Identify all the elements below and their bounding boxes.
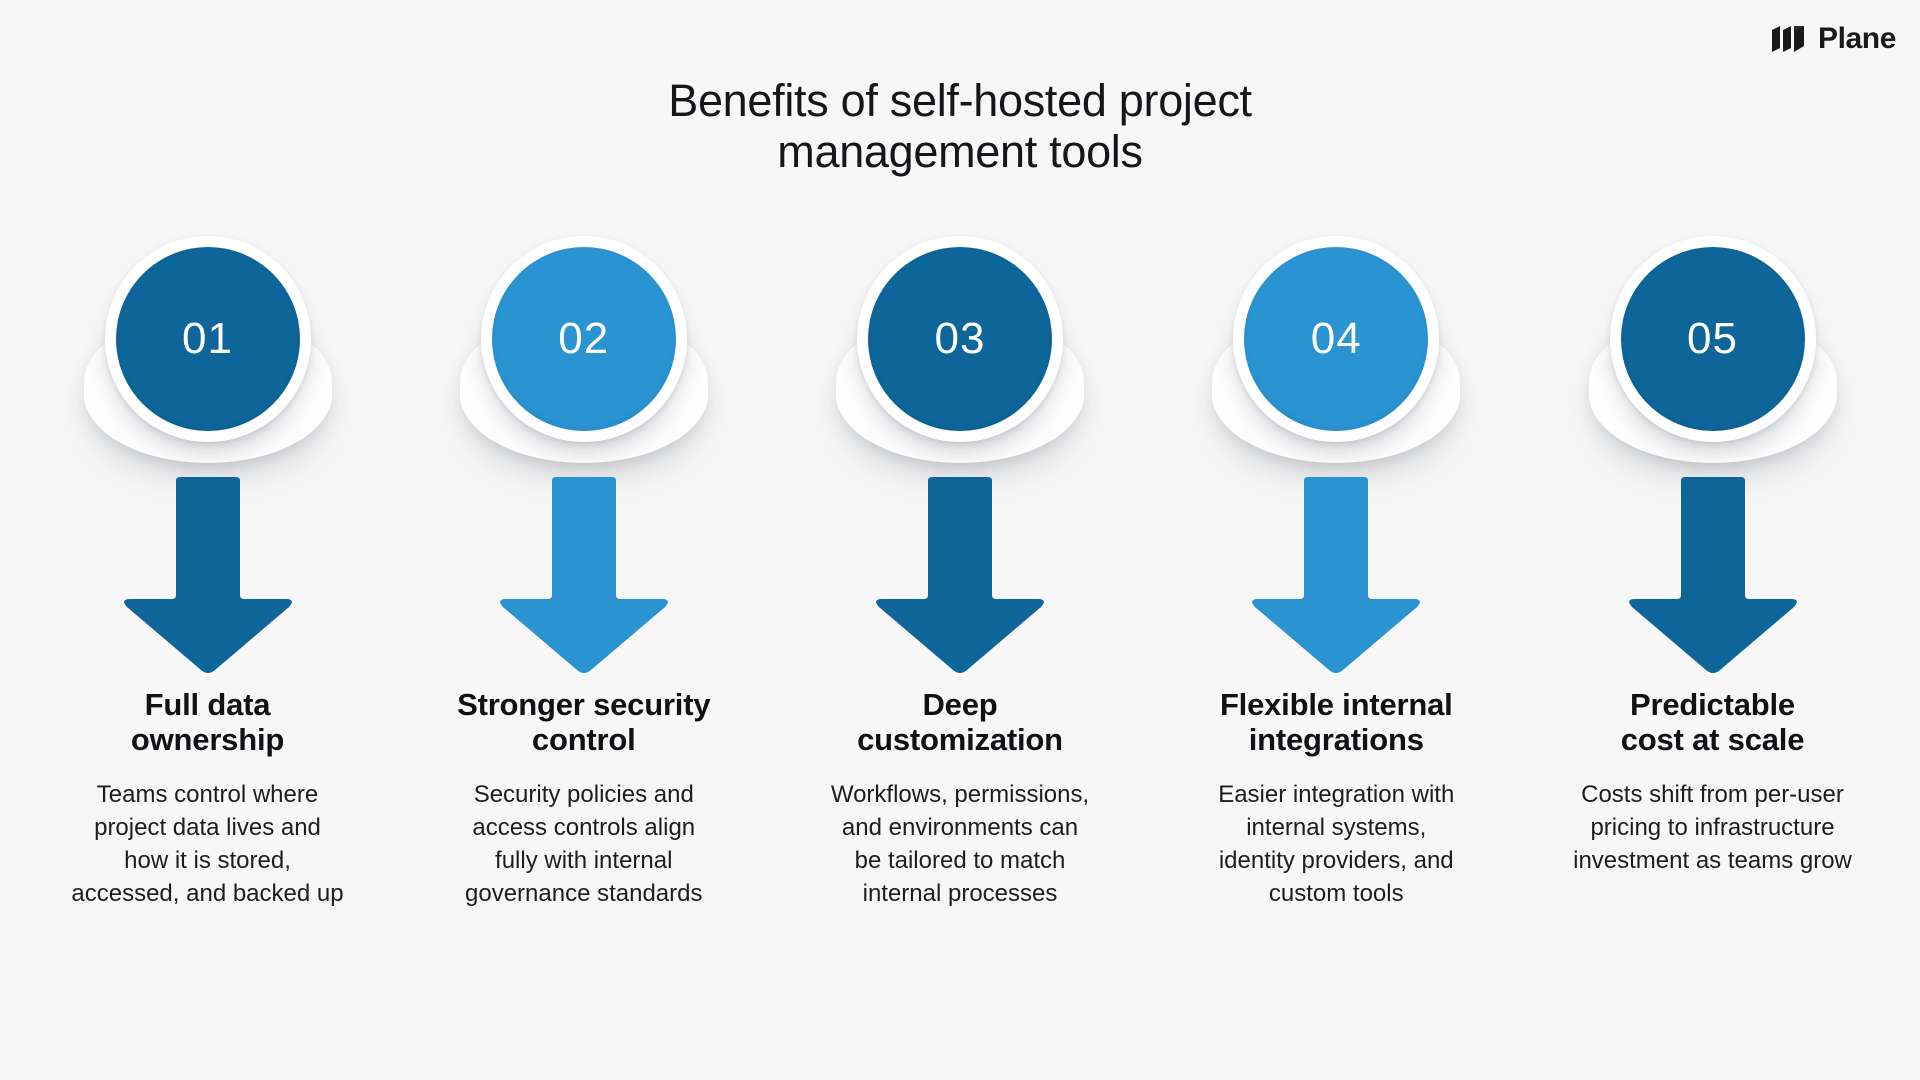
badge-disc: 03 <box>868 247 1052 431</box>
badge-ring: 03 <box>857 236 1063 442</box>
step-description-line: internal systems, <box>1246 813 1427 841</box>
step-description-line: and environments can <box>841 813 1079 841</box>
step-description-line: be tailored to match <box>854 846 1066 874</box>
badge-ring: 05 <box>1609 236 1816 442</box>
step-heading-line: ownership <box>130 722 285 758</box>
page-title-line-1: Benefits of self-hosted project <box>668 75 1252 126</box>
step-description-line: custom tools <box>1268 879 1404 907</box>
step-description-line: pricing to infrastructure <box>1590 813 1835 841</box>
step-heading: Full data ownership <box>38 687 378 757</box>
brand-name: Plane <box>1817 22 1896 55</box>
step-description-line: Security policies and <box>473 781 694 809</box>
step-description-line: fully with internal <box>495 846 673 874</box>
step-number: 01 <box>182 314 233 363</box>
badge-disc: 01 <box>115 247 300 431</box>
step-badge: 04 <box>1159 235 1514 485</box>
down-arrow-icon <box>1613 477 1813 677</box>
step-badge: 05 <box>1535 235 1890 485</box>
step-badge: 02 <box>406 235 761 485</box>
step-heading-line: integrations <box>1248 722 1424 758</box>
step-description-line: Easier integration with <box>1218 781 1455 809</box>
badge-disc: 04 <box>1244 247 1429 431</box>
step-badge: 01 <box>30 235 385 485</box>
step-heading-line: Full data <box>144 687 271 722</box>
step-number: 05 <box>1687 314 1738 363</box>
badge-disc: 05 <box>1620 247 1805 431</box>
step-heading: Flexible internal integrations <box>1166 687 1506 757</box>
step-heading-line: cost at scale <box>1620 722 1805 758</box>
steps-row: 01 Full data ownership Teams control whe… <box>30 235 1890 911</box>
badge-ring: 01 <box>104 236 311 442</box>
down-arrow-icon <box>484 477 684 677</box>
step-description: Easier integration with internal systems… <box>1171 779 1501 911</box>
step-heading: Deep customization <box>790 687 1130 757</box>
step-description-line: project data lives and <box>94 813 321 841</box>
step-description-line: investment as teams grow <box>1573 846 1852 874</box>
step-item: 05 Predictable cost at scale Costs shift… <box>1535 235 1890 878</box>
step-number: 03 <box>934 314 986 363</box>
step-heading: Stronger security control <box>414 687 754 757</box>
step-description-line: accessed, and backed up <box>71 879 344 907</box>
step-badge: 03 <box>783 235 1138 485</box>
step-description-line: Teams control where <box>96 781 319 809</box>
step-heading-line: control <box>531 722 636 758</box>
page-title-line-2: management tools <box>777 125 1143 177</box>
step-description-line: identity providers, and <box>1218 846 1454 874</box>
step-item: 02 Stronger security control Security po… <box>406 235 761 911</box>
step-heading-line: Predictable <box>1630 687 1795 722</box>
step-item: 04 Flexible internal integrations Easier… <box>1159 235 1514 911</box>
down-arrow-icon <box>108 477 308 677</box>
down-arrow-icon <box>1236 477 1436 677</box>
step-heading: Predictable cost at scale <box>1543 687 1883 757</box>
step-heading-line: Flexible internal <box>1219 687 1453 722</box>
step-description-line: how it is stored, <box>124 846 291 874</box>
step-description-line: Workflows, permissions, <box>830 781 1090 809</box>
step-heading-line: Deep <box>922 687 998 722</box>
step-description: Costs shift from per-user pricing to inf… <box>1548 779 1878 878</box>
brand-logo: Plane <box>1770 18 1896 60</box>
step-description-line: governance standards <box>465 879 703 907</box>
plane-logo-icon <box>1771 26 1804 52</box>
step-description-line: access controls align <box>472 813 696 841</box>
badge-disc: 02 <box>491 247 676 431</box>
step-description: Security policies and access controls al… <box>419 779 749 911</box>
step-number: 04 <box>1310 314 1362 363</box>
down-arrow-icon <box>860 477 1060 677</box>
step-item: 01 Full data ownership Teams control whe… <box>30 235 385 911</box>
step-number: 02 <box>558 314 610 363</box>
step-description: Teams control where project data lives a… <box>43 779 373 911</box>
step-heading-line: customization <box>857 722 1063 758</box>
page-title: Benefits of self-hosted project manageme… <box>0 75 1920 178</box>
step-description-line: Costs shift from per-user <box>1581 781 1844 809</box>
badge-ring: 02 <box>480 236 687 442</box>
step-heading-line: Stronger security <box>457 687 711 722</box>
badge-ring: 04 <box>1233 236 1440 442</box>
step-item: 03 Deep customization Workflows, permiss… <box>783 235 1138 911</box>
step-description-line: internal processes <box>862 879 1058 907</box>
step-description: Workflows, permissions, and environments… <box>795 779 1125 911</box>
